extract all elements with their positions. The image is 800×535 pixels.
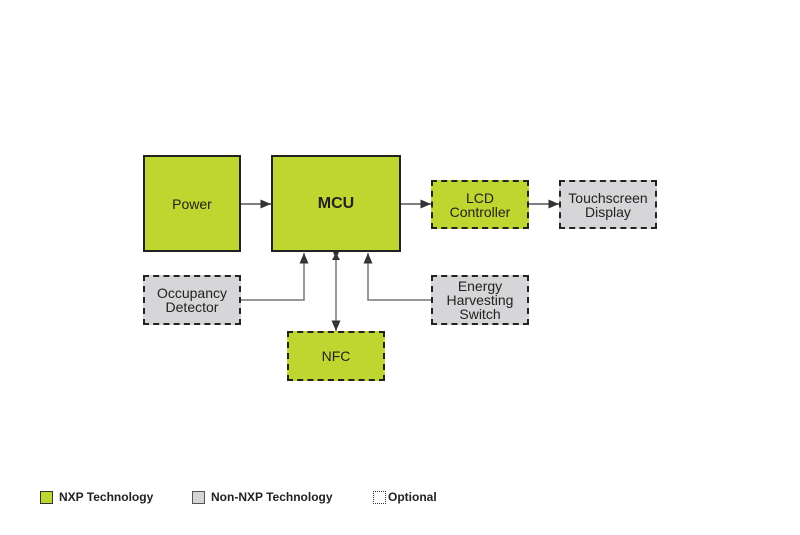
block-lcd-controller: LCD Controller <box>431 180 529 229</box>
legend-nxp-swatch <box>40 490 53 504</box>
block-occupancy-detector: Occupancy Detector <box>143 275 241 325</box>
legend-non-nxp-swatch <box>192 490 205 504</box>
block-touchscreen-display: Touchscreen Display <box>559 180 657 229</box>
arrow-energy-to-mcu <box>363 253 431 301</box>
arrowhead-up-nfc <box>332 253 340 260</box>
arrow-occupancy-to-mcu <box>241 253 309 301</box>
block-nfc: NFC <box>287 331 385 381</box>
block-touch-label: Touchscreen Display <box>568 189 648 220</box>
block-lcd-label: LCD Controller <box>449 189 511 220</box>
legend-nxp-label: NXP Technology <box>59 490 154 504</box>
block-occupancy-label: Occupancy Detector <box>156 285 228 315</box>
legend-nxp: NXP Technology <box>40 490 153 504</box>
block-power: Power <box>143 155 241 252</box>
legend-optional-label: Optional <box>388 490 437 504</box>
legend-optional-swatch <box>373 490 386 504</box>
block-power-label: Power <box>172 195 212 212</box>
legend-non-nxp-label: Non-NXP Technology <box>211 490 333 504</box>
block-nfc-label: NFC <box>321 348 351 364</box>
legend-optional: Optional <box>373 490 437 504</box>
block-energy-harvesting-switch: Energy Harvesting Switch <box>431 275 529 325</box>
block-mcu-label: MCU <box>317 194 355 212</box>
block-energy-label: Energy Harvesting Switch <box>446 278 514 322</box>
legend-non-nxp: Non-NXP Technology <box>192 490 333 504</box>
block-mcu: MCU <box>271 155 401 252</box>
